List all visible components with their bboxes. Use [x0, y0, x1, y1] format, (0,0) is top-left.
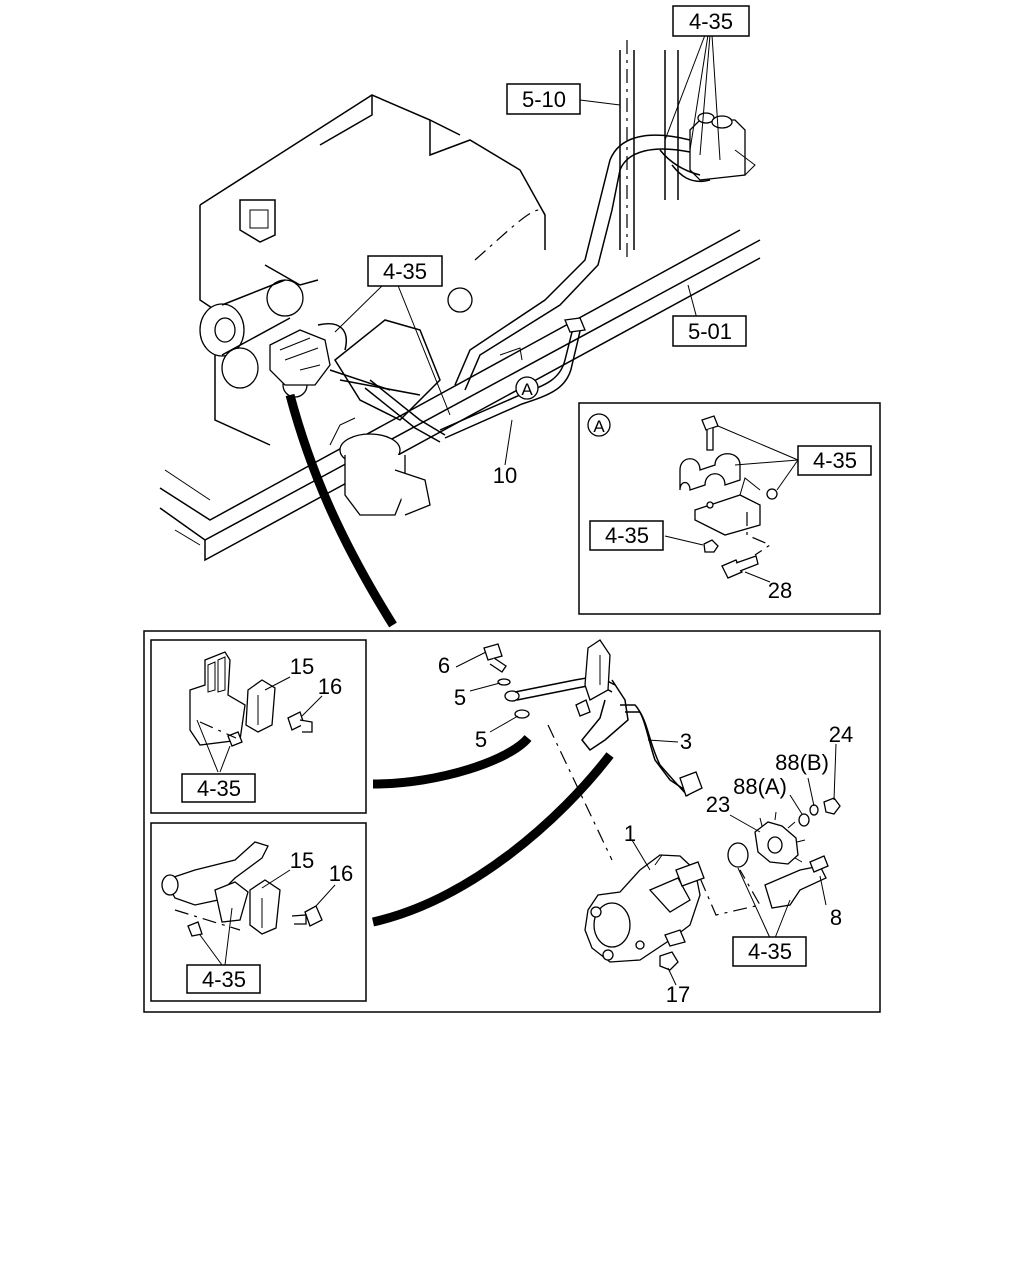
pump-assembly	[455, 639, 841, 986]
svg-text:4-35: 4-35	[197, 776, 241, 801]
callout-28: 28	[768, 578, 792, 603]
svg-text:A: A	[593, 417, 605, 436]
inset1-connector	[372, 734, 532, 789]
detail-a-panel: A	[578, 402, 881, 615]
callout-16-b: 16	[329, 861, 353, 886]
lower-detail-frame	[143, 630, 881, 1013]
callout-88a: 88(A)	[733, 774, 787, 799]
detail-marker-a-main: A	[515, 376, 539, 400]
callout-17: 17	[666, 982, 690, 1007]
callout-15-a: 15	[290, 654, 314, 679]
callout-8: 8	[830, 905, 842, 930]
svg-text:4-35: 4-35	[813, 448, 857, 473]
svg-text:A: A	[521, 380, 533, 399]
ref-box-engine: 4-35	[367, 255, 443, 287]
svg-text:5-10: 5-10	[522, 87, 566, 112]
inset2-connector	[372, 752, 614, 927]
ref-box-5-01: 5-01	[672, 315, 747, 347]
svg-text:4-35: 4-35	[748, 939, 792, 964]
callout-10: 10	[493, 463, 517, 488]
callout-24: 24	[829, 722, 853, 747]
ref-box-pump: 4-35	[732, 936, 807, 967]
svg-text:4-35: 4-35	[605, 523, 649, 548]
callout-23: 23	[706, 792, 730, 817]
svg-text:4-35: 4-35	[689, 9, 733, 34]
callout-88b: 88(B)	[775, 750, 829, 775]
ref-box-a-clamp: 4-35	[797, 445, 872, 476]
svg-text:4-35: 4-35	[383, 259, 427, 284]
svg-text:4-35: 4-35	[202, 967, 246, 992]
ref-box-a-bracket: 4-35	[589, 520, 664, 551]
callout-3: 3	[680, 729, 692, 754]
callout-1: 1	[624, 821, 636, 846]
svg-text:5-01: 5-01	[688, 319, 732, 344]
ref-box-inset1: 4-35	[181, 773, 256, 803]
ref-box-inset2: 4-35	[186, 964, 261, 994]
callout-5-upper: 5	[454, 685, 466, 710]
inset-1	[150, 639, 367, 814]
callout-16-a: 16	[318, 674, 342, 699]
engine-overview	[159, 34, 761, 562]
callout-6: 6	[438, 653, 450, 678]
callout-15-b: 15	[290, 848, 314, 873]
connector-line	[285, 393, 397, 628]
ref-box-5-10: 5-10	[506, 83, 581, 115]
callout-5-lower: 5	[475, 727, 487, 752]
ref-box-top: 4-35	[672, 5, 750, 37]
